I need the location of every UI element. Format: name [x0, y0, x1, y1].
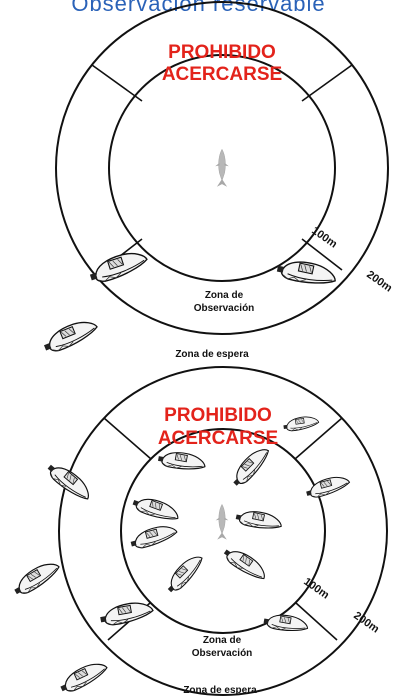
boat-icon [282, 414, 320, 433]
zone-divider-line [301, 64, 353, 102]
waiting-zone-label: Zona de espera [175, 349, 249, 360]
outer-circle-200m [55, 1, 389, 335]
boat-icon [227, 443, 274, 490]
whale-icon [214, 148, 230, 188]
boat-icon [44, 458, 95, 505]
observation-zone-line2: Observación [194, 303, 255, 314]
boat-icon [303, 472, 352, 501]
distance-200m-label: 200m [364, 269, 394, 295]
zone-divider-line [301, 238, 343, 271]
zone-divider-line [295, 602, 338, 641]
forbidden-zone-line1: PROHIBIDO [168, 42, 276, 63]
boat-icon [162, 550, 208, 596]
boat-icon [128, 522, 180, 552]
observation-zone-line1: Zona de [205, 290, 244, 301]
distance-100m-label: 100m [309, 225, 339, 251]
boat-icon [262, 611, 310, 635]
boat-icon [130, 492, 182, 526]
boat-icon [40, 315, 101, 356]
distance-200m-label: 200m [351, 610, 381, 636]
zone-divider-line [91, 64, 143, 102]
diagram-2: PROHIBIDO ACERCARSE 100m 200m Zona de Ob… [9, 366, 388, 696]
boat-icon [9, 557, 64, 599]
diagram-1: PROHIBIDO ACERCARSE 100m 200m Zona de Ob… [40, 1, 394, 360]
forbidden-zone-line2: ACERCARSE [162, 64, 282, 85]
zone-divider-line [294, 417, 343, 460]
boat-icon [220, 542, 271, 585]
boat-icon [234, 506, 284, 534]
waiting-zone-label: Zona de espera [183, 685, 257, 696]
whale-icon [215, 503, 229, 540]
forbidden-zone-line2: ACERCARSE [158, 428, 278, 449]
page-title: Observación reservable [71, 0, 326, 16]
forbidden-zone-line1: PROHIBIDO [164, 405, 272, 426]
boat-icon [86, 247, 151, 286]
boat-icon [98, 599, 155, 628]
boat-icon [56, 657, 111, 696]
outer-circle-200m [58, 366, 388, 696]
observation-zone-line1: Zona de [203, 635, 242, 646]
inner-circle-100m [108, 54, 336, 282]
distance-100m-label: 100m [301, 576, 331, 602]
inner-circle-100m [120, 428, 326, 634]
observation-zone-line2: Observación [192, 648, 253, 659]
zone-divider-line [103, 417, 152, 460]
boat-icon [156, 448, 208, 474]
